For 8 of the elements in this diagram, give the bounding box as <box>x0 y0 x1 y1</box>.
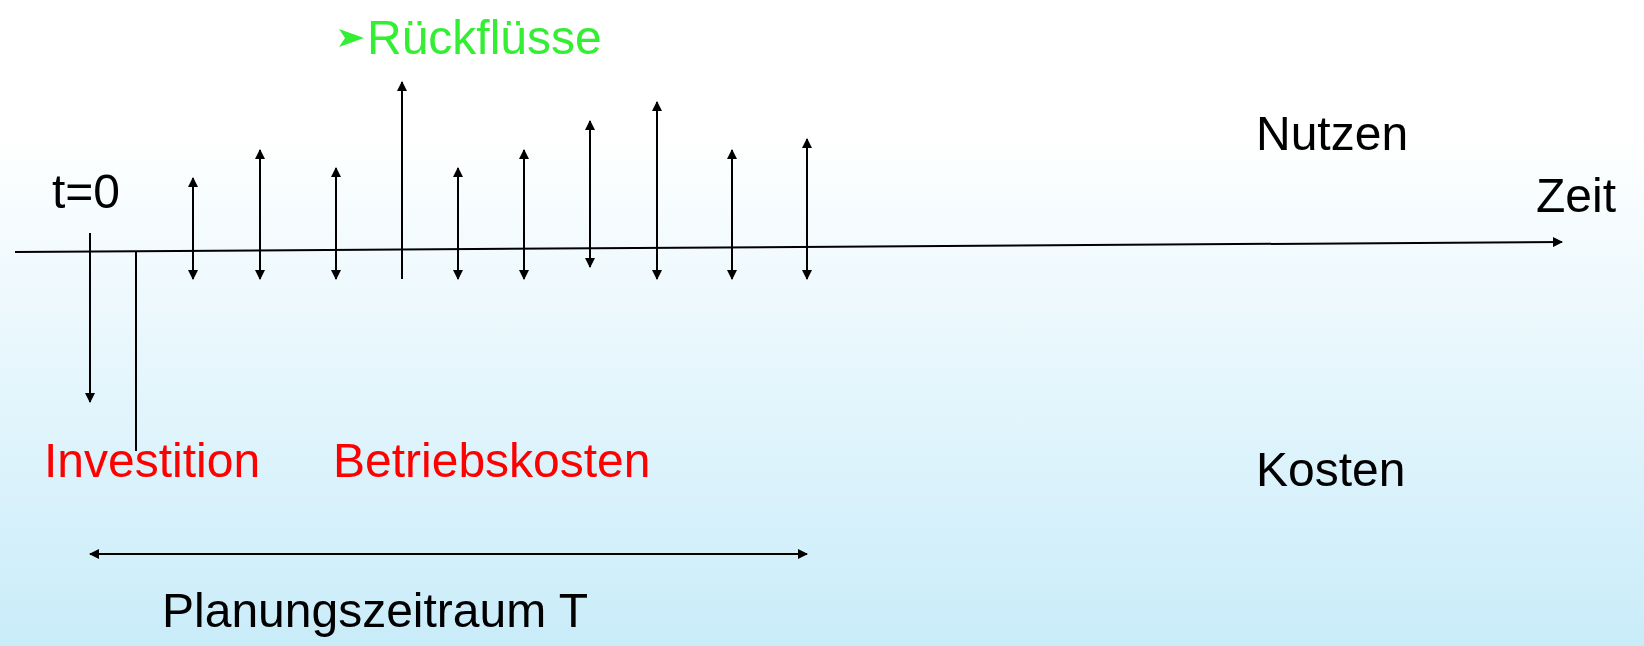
cost-label: Betriebskosten <box>333 437 651 485</box>
axis-label: Zeit <box>1536 172 1616 220</box>
time-label: t=0 <box>52 168 121 216</box>
heading-text: Rückflüsse <box>367 14 602 62</box>
cost-label: Investition <box>44 437 261 485</box>
axis-side-label: Kosten <box>1256 446 1406 494</box>
dimension-label: Planungszeitraum T <box>162 587 588 635</box>
axis-side-label: Nutzen <box>1256 110 1409 158</box>
